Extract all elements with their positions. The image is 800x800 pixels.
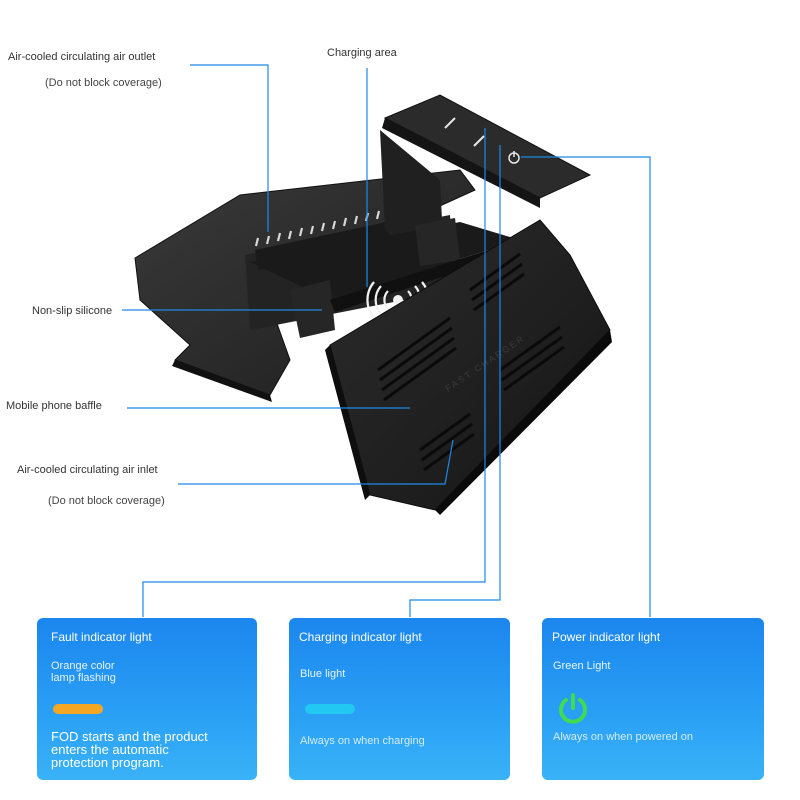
card-title: Charging indicator light: [299, 630, 422, 644]
inlet-vents: [377, 252, 565, 472]
card-desc-line1: Always on when charging: [300, 735, 425, 747]
label-air-inlet: Air-cooled circulating air inlet: [17, 464, 158, 476]
charging-indicator-led: [473, 135, 485, 147]
card-desc-line1: FOD starts and the product: [51, 729, 208, 744]
card-charging-indicator: Charging indicator light Blue light Alwa…: [289, 618, 510, 780]
blue-indicator-swatch: [305, 704, 355, 714]
label-charging-area: Charging area: [327, 47, 397, 59]
leader-air-inlet: [178, 439, 454, 485]
power-icon: [559, 693, 587, 724]
label-air-outlet-note: (Do not block coverage): [45, 77, 162, 89]
card-desc-line2: enters the automatic: [51, 742, 169, 757]
card-color-line1: Blue light: [300, 668, 346, 680]
card-fault-indicator: Fault indicator light Orange color lamp …: [37, 618, 257, 780]
orange-indicator-swatch: [53, 704, 103, 714]
card-power-indicator: Power indicator light Green Light Always…: [542, 618, 764, 780]
card-desc-line1: Always on when powered on: [553, 731, 694, 743]
card-desc-line3: protection program.: [51, 755, 164, 770]
label-air-inlet-note: (Do not block coverage): [48, 495, 165, 507]
card-color-line1: Green Light: [553, 660, 611, 672]
card-title: Power indicator light: [552, 630, 661, 644]
card-color-line2: lamp flashing: [51, 672, 116, 684]
leader-lines: [122, 64, 651, 617]
leader-power: [521, 156, 651, 617]
leader-fault: [142, 128, 486, 617]
card-title: Fault indicator light: [51, 630, 152, 644]
fault-indicator-led: [444, 117, 456, 129]
power-indicator-led: [508, 151, 520, 164]
outlet-vents: [254, 210, 381, 247]
leader-charging: [409, 145, 501, 617]
label-air-outlet: Air-cooled circulating air outlet: [8, 51, 156, 63]
label-baffle: Mobile phone baffle: [6, 400, 102, 412]
label-non-slip: Non-slip silicone: [32, 305, 113, 317]
card-color-line1: Orange color: [51, 660, 115, 672]
leader-air-outlet: [190, 64, 269, 232]
